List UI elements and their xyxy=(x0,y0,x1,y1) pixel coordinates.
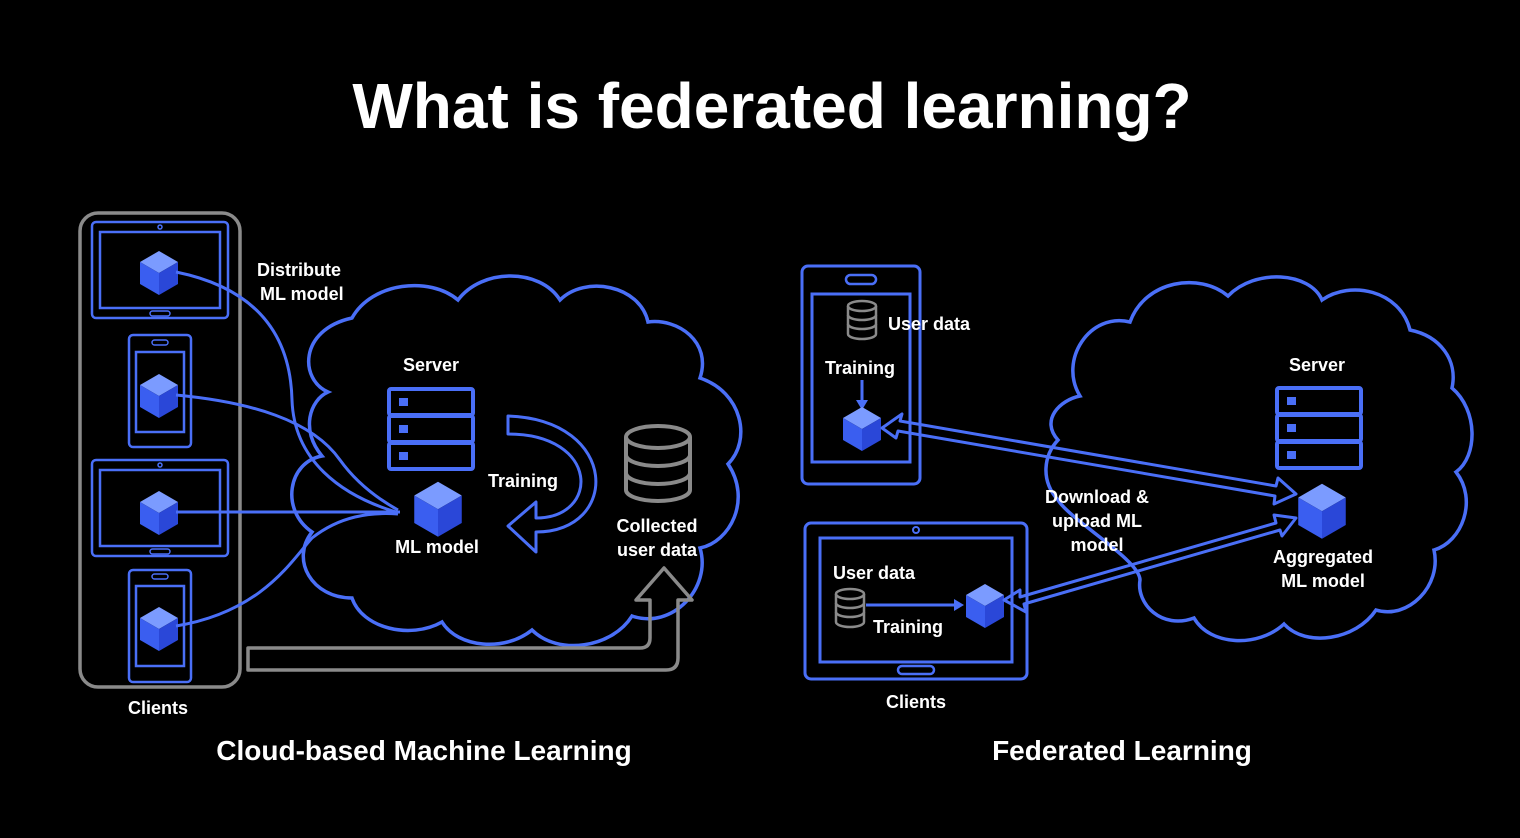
aggregated-label-line1: Aggregated xyxy=(1273,547,1373,567)
server-cloud-outline xyxy=(290,274,743,648)
aggregation-cloud-outline xyxy=(1044,275,1474,643)
ml-model-label: ML model xyxy=(395,537,479,557)
phone-server-double-arrow xyxy=(880,412,1298,506)
federated-clients-label: Clients xyxy=(886,692,946,712)
aggregated-label-line2: ML model xyxy=(1281,571,1365,591)
phone-training-label: Training xyxy=(825,358,895,378)
aggregated-model-cube-icon xyxy=(1298,483,1346,539)
tablet-server-double-arrow xyxy=(1002,513,1298,614)
server-rack-icon xyxy=(387,387,475,471)
clients-group-frame xyxy=(78,211,242,689)
distribute-label-line1: Distribute xyxy=(257,260,341,280)
client-phone xyxy=(800,264,922,486)
server-model-cube-icon xyxy=(414,481,462,537)
cloud-ml-panel: Distribute ML model Server Training ML m… xyxy=(78,211,743,766)
collected-label-line2: user data xyxy=(617,540,698,560)
upload-data-arrow xyxy=(246,566,694,672)
client-tablet-2 xyxy=(90,458,230,558)
database-icon xyxy=(624,424,692,503)
cloud-ml-caption: Cloud-based Machine Learning xyxy=(216,735,631,766)
transfer-label-line3: model xyxy=(1070,535,1123,555)
client-phone-1 xyxy=(127,333,193,449)
federated-server-label: Server xyxy=(1289,355,1345,375)
server-label: Server xyxy=(403,355,459,375)
distribute-lines xyxy=(175,270,400,628)
client-model-cube-icon-1 xyxy=(140,251,178,295)
tablet-user-data-label: User data xyxy=(833,563,916,583)
phone-user-data-label: User data xyxy=(888,314,971,334)
tablet-user-data-icon xyxy=(834,587,866,629)
federated-caption: Federated Learning xyxy=(992,735,1252,766)
phone-user-data-icon xyxy=(846,299,878,341)
phone-model-cube-icon xyxy=(843,407,881,451)
page-title: What is federated learning? xyxy=(352,70,1191,142)
tablet-training-label: Training xyxy=(873,617,943,637)
federated-panel: User data Training User data Training Do… xyxy=(800,264,1474,766)
clients-label: Clients xyxy=(128,698,188,718)
client-model-cube-icon-4 xyxy=(140,607,178,651)
client-tablet xyxy=(803,521,1029,681)
collected-label-line1: Collected xyxy=(616,516,697,536)
client-model-cube-icon-2 xyxy=(140,374,178,418)
transfer-label-line1: Download & xyxy=(1045,487,1149,507)
client-tablet-1 xyxy=(90,220,230,320)
transfer-label-line2: upload ML xyxy=(1052,511,1142,531)
distribute-label-line2: ML model xyxy=(260,284,344,304)
tablet-model-cube-icon xyxy=(966,584,1004,628)
training-label: Training xyxy=(488,471,558,491)
client-model-cube-icon-3 xyxy=(140,491,178,535)
federated-server-rack-icon xyxy=(1275,386,1363,470)
training-loop-arrow xyxy=(506,414,598,554)
